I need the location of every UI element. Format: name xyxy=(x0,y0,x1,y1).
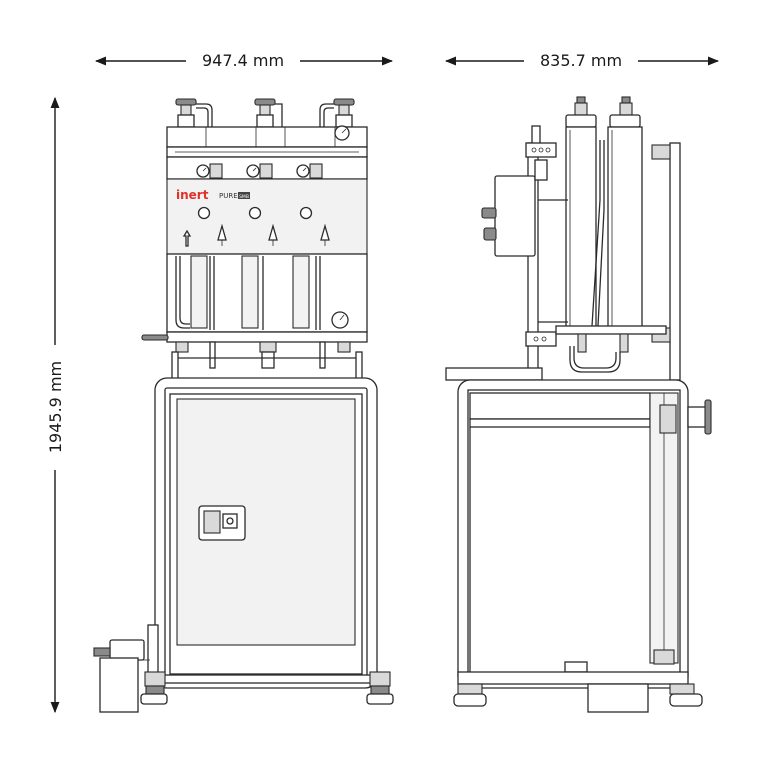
external-control-box xyxy=(93,639,150,713)
side-column-1 xyxy=(565,126,597,333)
front-view: inert PURE SMB xyxy=(93,98,394,713)
side-controller-box xyxy=(494,175,536,257)
side-column-2 xyxy=(607,126,643,333)
regulator-row xyxy=(196,163,323,179)
door-latch-icon xyxy=(198,505,246,541)
dim-front-width-label: 947.4 mm xyxy=(202,51,284,70)
brand-logo: inert xyxy=(176,188,209,202)
dim-side-width-label: 835.7 mm xyxy=(540,51,622,70)
valve-3 xyxy=(333,98,355,128)
dim-height-label: 1945.9 mm xyxy=(46,361,65,453)
side-top-fittings xyxy=(574,96,633,116)
dim-side-width: 835.7 mm xyxy=(444,51,720,70)
front-casters xyxy=(140,671,394,705)
side-inlet-fitting xyxy=(141,334,169,341)
model-label: PURE xyxy=(219,192,238,200)
panel-knobs xyxy=(197,206,313,220)
side-view xyxy=(445,96,712,713)
side-base-box xyxy=(587,683,649,713)
valve-1 xyxy=(175,98,197,128)
valve-2 xyxy=(254,98,276,128)
dim-height: 1945.9 mm xyxy=(46,96,65,714)
dim-front-width: 947.4 mm xyxy=(94,51,394,70)
side-handle-icon xyxy=(659,399,712,435)
side-plug-icon xyxy=(564,661,588,673)
model-badge-box xyxy=(238,192,250,199)
side-casters xyxy=(453,683,703,707)
model-badge: SMB xyxy=(239,194,249,200)
front-columns xyxy=(175,255,321,330)
panel-valve-handles xyxy=(182,223,330,247)
